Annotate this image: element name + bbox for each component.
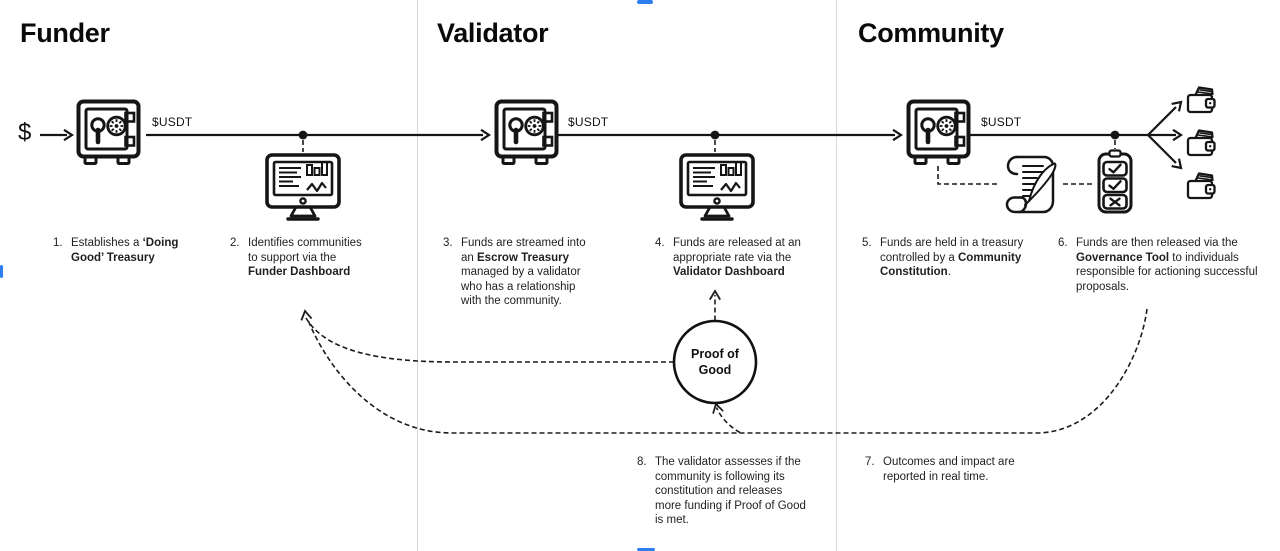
check-icon bbox=[1108, 163, 1122, 174]
step-2-text: 2. Identifies communities to support via… bbox=[230, 237, 362, 279]
step-5-text: 5. Funds are held in a treasury controll… bbox=[862, 237, 1024, 279]
wallet-icon bbox=[1186, 86, 1216, 114]
selection-handle-left[interactable] bbox=[0, 265, 3, 278]
community-treasury-safe-icon bbox=[909, 102, 969, 164]
step-7-text: 7. Outcomes and impact are reported in r… bbox=[865, 456, 1015, 483]
arrowhead bbox=[63, 100, 1184, 170]
funder-dashboard-monitor-icon bbox=[265, 153, 341, 221]
dashed-connector bbox=[302, 140, 1148, 434]
escrow-treasury-safe-icon bbox=[497, 102, 557, 164]
funder-treasury-safe-icon bbox=[79, 102, 139, 164]
dollar-sign-label: $ bbox=[18, 119, 32, 146]
section-title-funder: Funder bbox=[20, 18, 110, 48]
junction-dot bbox=[298, 130, 1120, 140]
usdt-label: $USDT bbox=[152, 115, 193, 129]
section-title-validator: Validator bbox=[437, 18, 549, 48]
step-3-text: 3. Funds are streamed into an Escrow Tre… bbox=[443, 237, 586, 308]
step-1-text: 1. Establishes a ‘Doing Good’ Treasury bbox=[53, 237, 179, 264]
wallet-icon bbox=[1186, 129, 1216, 157]
constitution-scroll-icon bbox=[1005, 155, 1057, 214]
section-title-community: Community bbox=[858, 18, 1004, 48]
governance-tool-phone-icon bbox=[1097, 149, 1133, 214]
proof-of-good-circle bbox=[672, 319, 758, 405]
selection-handle-bottom[interactable] bbox=[637, 547, 655, 551]
usdt-label: $USDT bbox=[568, 115, 609, 129]
step-4-text: 4. Funds are released at an appropriate … bbox=[655, 237, 801, 279]
selection-handle-top[interactable] bbox=[637, 0, 653, 4]
step-6-text: 6. Funds are then released via the Gover… bbox=[1058, 237, 1258, 293]
x-icon bbox=[1109, 197, 1121, 207]
flow-line bbox=[40, 106, 1177, 164]
validator-dashboard-monitor-icon bbox=[679, 153, 755, 221]
step-8-text: 8. The validator assesses if the communi… bbox=[637, 456, 806, 527]
check-icon bbox=[1108, 180, 1122, 190]
proof-of-good-label: Proof of Good bbox=[691, 347, 739, 377]
dashed-arrowhead bbox=[300, 289, 724, 414]
wallet-icon bbox=[1186, 172, 1216, 200]
usdt-label: $USDT bbox=[981, 115, 1022, 129]
